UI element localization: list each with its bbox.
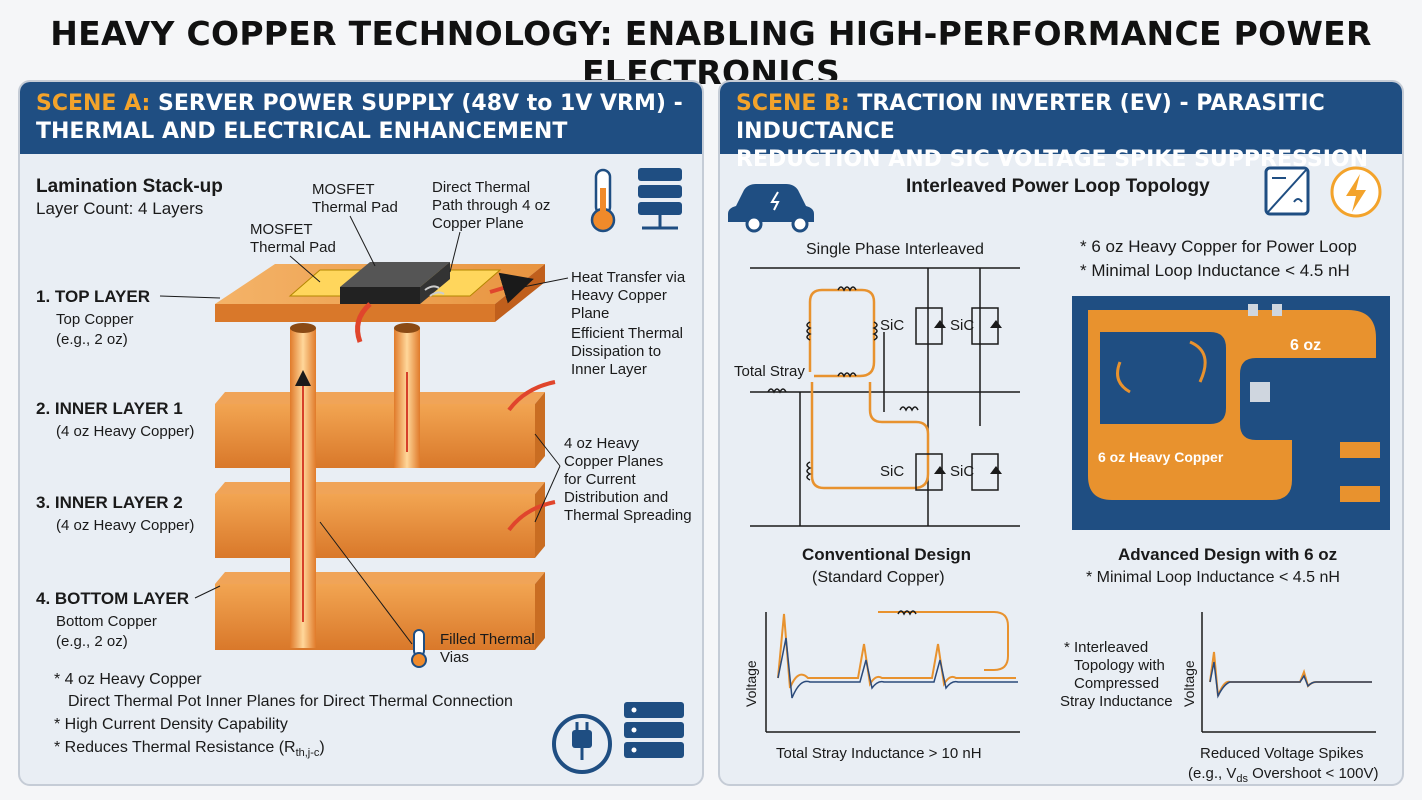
single-phase-label: Single Phase Interleaved (806, 241, 984, 258)
layer-1-sub1: Top Copper (56, 311, 134, 328)
scene-b-tag: SCENE B: (736, 91, 850, 116)
layer-4-name: 4. BOTTOM LAYER (36, 589, 189, 608)
svg-text:Path through 4 oz: Path through 4 oz (432, 197, 550, 214)
conventional-waveform (765, 610, 1020, 733)
layer-4-sub2: (e.g., 2 oz) (56, 633, 128, 650)
lightning-icon (1330, 166, 1382, 218)
svg-text:Copper Planes: Copper Planes (564, 453, 663, 470)
svg-text:Inner Layer: Inner Layer (571, 361, 647, 378)
note-3: * Reduces Thermal Resistance (Rth,j-c) (54, 739, 325, 759)
conventional-caption: Total Stray Inductance > 10 nH (776, 745, 982, 762)
mosfet-pad-label-a1: MOSFET (312, 181, 375, 198)
mosfet-pad-label-b2: Thermal Pad (250, 239, 336, 256)
efficient-dissipation-label: Efficient Thermal Dissipation to Inner L… (571, 325, 683, 378)
sic-label-3: SiC (880, 463, 904, 480)
layer-4-sub1: Bottom Copper (56, 613, 157, 630)
conventional-sub: (Standard Copper) (812, 569, 945, 586)
note-1: * 4 oz Heavy Copper (54, 671, 202, 688)
svg-text:Topology with: Topology with (1074, 657, 1165, 674)
svg-text:Heat Transfer via: Heat Transfer via (571, 269, 686, 286)
layer-1-sub2: (e.g., 2 oz) (56, 331, 128, 348)
scene-a-header: SCENE A: SERVER POWER SUPPLY (48V to 1V … (20, 82, 702, 154)
vias-thermometer-icon (411, 629, 427, 668)
svg-text:Copper Plane: Copper Plane (432, 215, 524, 232)
advanced-waveform (1201, 612, 1376, 733)
scene-a-heading-line2: THERMAL AND ELECTRICAL ENHANCEMENT (36, 119, 568, 144)
thermometer-icon (590, 168, 616, 233)
sic-label-4: SiC (950, 463, 974, 480)
heat-arrow-up (355, 302, 372, 343)
inverter-icon (1264, 166, 1310, 216)
interleaved-circuit (750, 267, 1020, 527)
scene-b-heading-line2: REDUCTION AND SIC VOLTAGE SPIKE SUPPRESS… (736, 147, 1369, 172)
advanced-sub: * Minimal Loop Inductance < 4.5 nH (1086, 569, 1340, 586)
sic-label-1: SiC (880, 317, 904, 334)
svg-text:Efficient Thermal: Efficient Thermal (571, 325, 683, 342)
scene-b-heading-line1: TRACTION INVERTER (EV) - PARASITIC INDUC… (736, 91, 1325, 144)
heat-arrow-side-1 (507, 380, 556, 412)
vias-label-2: Vias (440, 649, 469, 666)
layer-2-sub1: (4 oz Heavy Copper) (56, 423, 194, 440)
layer-3-name: 3. INNER LAYER 2 (36, 493, 183, 512)
layer-2-name: 2. INNER LAYER 1 (36, 399, 183, 418)
scene-a-heading-line1: SERVER POWER SUPPLY (48V to 1V VRM) - (158, 91, 683, 116)
heat-arrow-side-2 (507, 500, 556, 532)
mosfet-pad-label-a2: Thermal Pad (312, 199, 398, 216)
conventional-voltage-label: Voltage (743, 660, 759, 707)
svg-text:Plane: Plane (571, 305, 609, 322)
planes-label: 4 oz Heavy Copper Planes for Current Dis… (564, 435, 692, 524)
layer-1-name: 1. TOP LAYER (36, 287, 150, 306)
vias-label-1: Filled Thermal (440, 631, 535, 648)
mosfet-chip (340, 262, 450, 304)
layer-count: Layer Count: 4 Layers (36, 199, 203, 218)
direct-path-label: Direct Thermal Path through 4 oz Copper … (432, 179, 550, 232)
heat-transfer-label: Heat Transfer via Heavy Copper Plane (571, 269, 686, 322)
svg-text:for Current: for Current (564, 471, 637, 488)
note-1-detail: Direct Thermal Pot Inner Planes for Dire… (68, 693, 513, 710)
scene-b-panel: SCENE B: TRACTION INVERTER (EV) - PARASI… (718, 80, 1404, 786)
layer-3-sub1: (4 oz Heavy Copper) (56, 517, 194, 534)
conventional-title: Conventional Design (802, 545, 971, 564)
server-rack-icon-bottom (624, 702, 684, 758)
svg-text:* Interleaved: * Interleaved (1064, 639, 1148, 656)
topology-title: Interleaved Power Loop Topology (906, 176, 1210, 197)
advanced-note-2: * Minimal Loop Inductance < 4.5 nH (1080, 261, 1350, 280)
svg-text:Heavy Copper: Heavy Copper (571, 287, 667, 304)
svg-text:Thermal Spreading: Thermal Spreading (564, 507, 692, 524)
thermal-via-right (394, 323, 420, 468)
stack-title: Lamination Stack-up (36, 176, 223, 197)
svg-text:Dissipation to: Dissipation to (571, 343, 661, 360)
page-title: HEAVY COPPER TECHNOLOGY: ENABLING HIGH-P… (50, 14, 1372, 92)
advanced-note-1: * 6 oz Heavy Copper for Power Loop (1080, 237, 1357, 256)
mosfet-pad-label-b1: MOSFET (250, 221, 313, 238)
svg-text:Direct Thermal: Direct Thermal (432, 179, 530, 196)
svg-text:Distribution and: Distribution and (564, 489, 668, 506)
scene-a-tag: SCENE A: (36, 91, 151, 116)
scene-b-diagram: Interleaved Power Loop Topology Single P… (728, 166, 1390, 785)
interleaved-note: * Interleaved Topology with Compressed S… (1060, 639, 1173, 710)
layer-2-slab (215, 392, 545, 468)
car-icon (728, 184, 814, 233)
power-plug-icon (552, 714, 612, 774)
scene-a-panel: SCENE A: SERVER POWER SUPPLY (48V to 1V … (18, 80, 704, 786)
total-stray-label: Total Stray (734, 363, 805, 380)
server-rack-icon (638, 168, 682, 230)
heat-arrow-right (489, 272, 534, 304)
svg-text:Stray Inductance: Stray Inductance (1060, 693, 1173, 710)
advanced-title: Advanced Design with 6 oz (1118, 545, 1337, 564)
reduced-caption-1: Reduced Voltage Spikes (1200, 745, 1363, 762)
reduced-caption-2: (e.g., Vds Overshoot < 100V) (1188, 765, 1378, 785)
thermal-via-left (290, 323, 316, 648)
scene-b-header: SCENE B: TRACTION INVERTER (EV) - PARASI… (720, 82, 1402, 172)
pcb-label-6oz: 6 oz (1290, 337, 1321, 354)
pcb-label-heavy: 6 oz Heavy Copper (1098, 449, 1224, 465)
svg-text:Compressed: Compressed (1074, 675, 1159, 692)
svg-text:4 oz Heavy: 4 oz Heavy (564, 435, 640, 452)
pcb-layout (1072, 296, 1390, 530)
note-2: * High Current Density Capability (54, 716, 288, 733)
advanced-voltage-label: Voltage (1181, 660, 1197, 707)
scene-a-diagram: Lamination Stack-up Layer Count: 4 Layer… (36, 168, 692, 774)
layer-3-slab (215, 482, 545, 558)
sic-label-2: SiC (950, 317, 974, 334)
